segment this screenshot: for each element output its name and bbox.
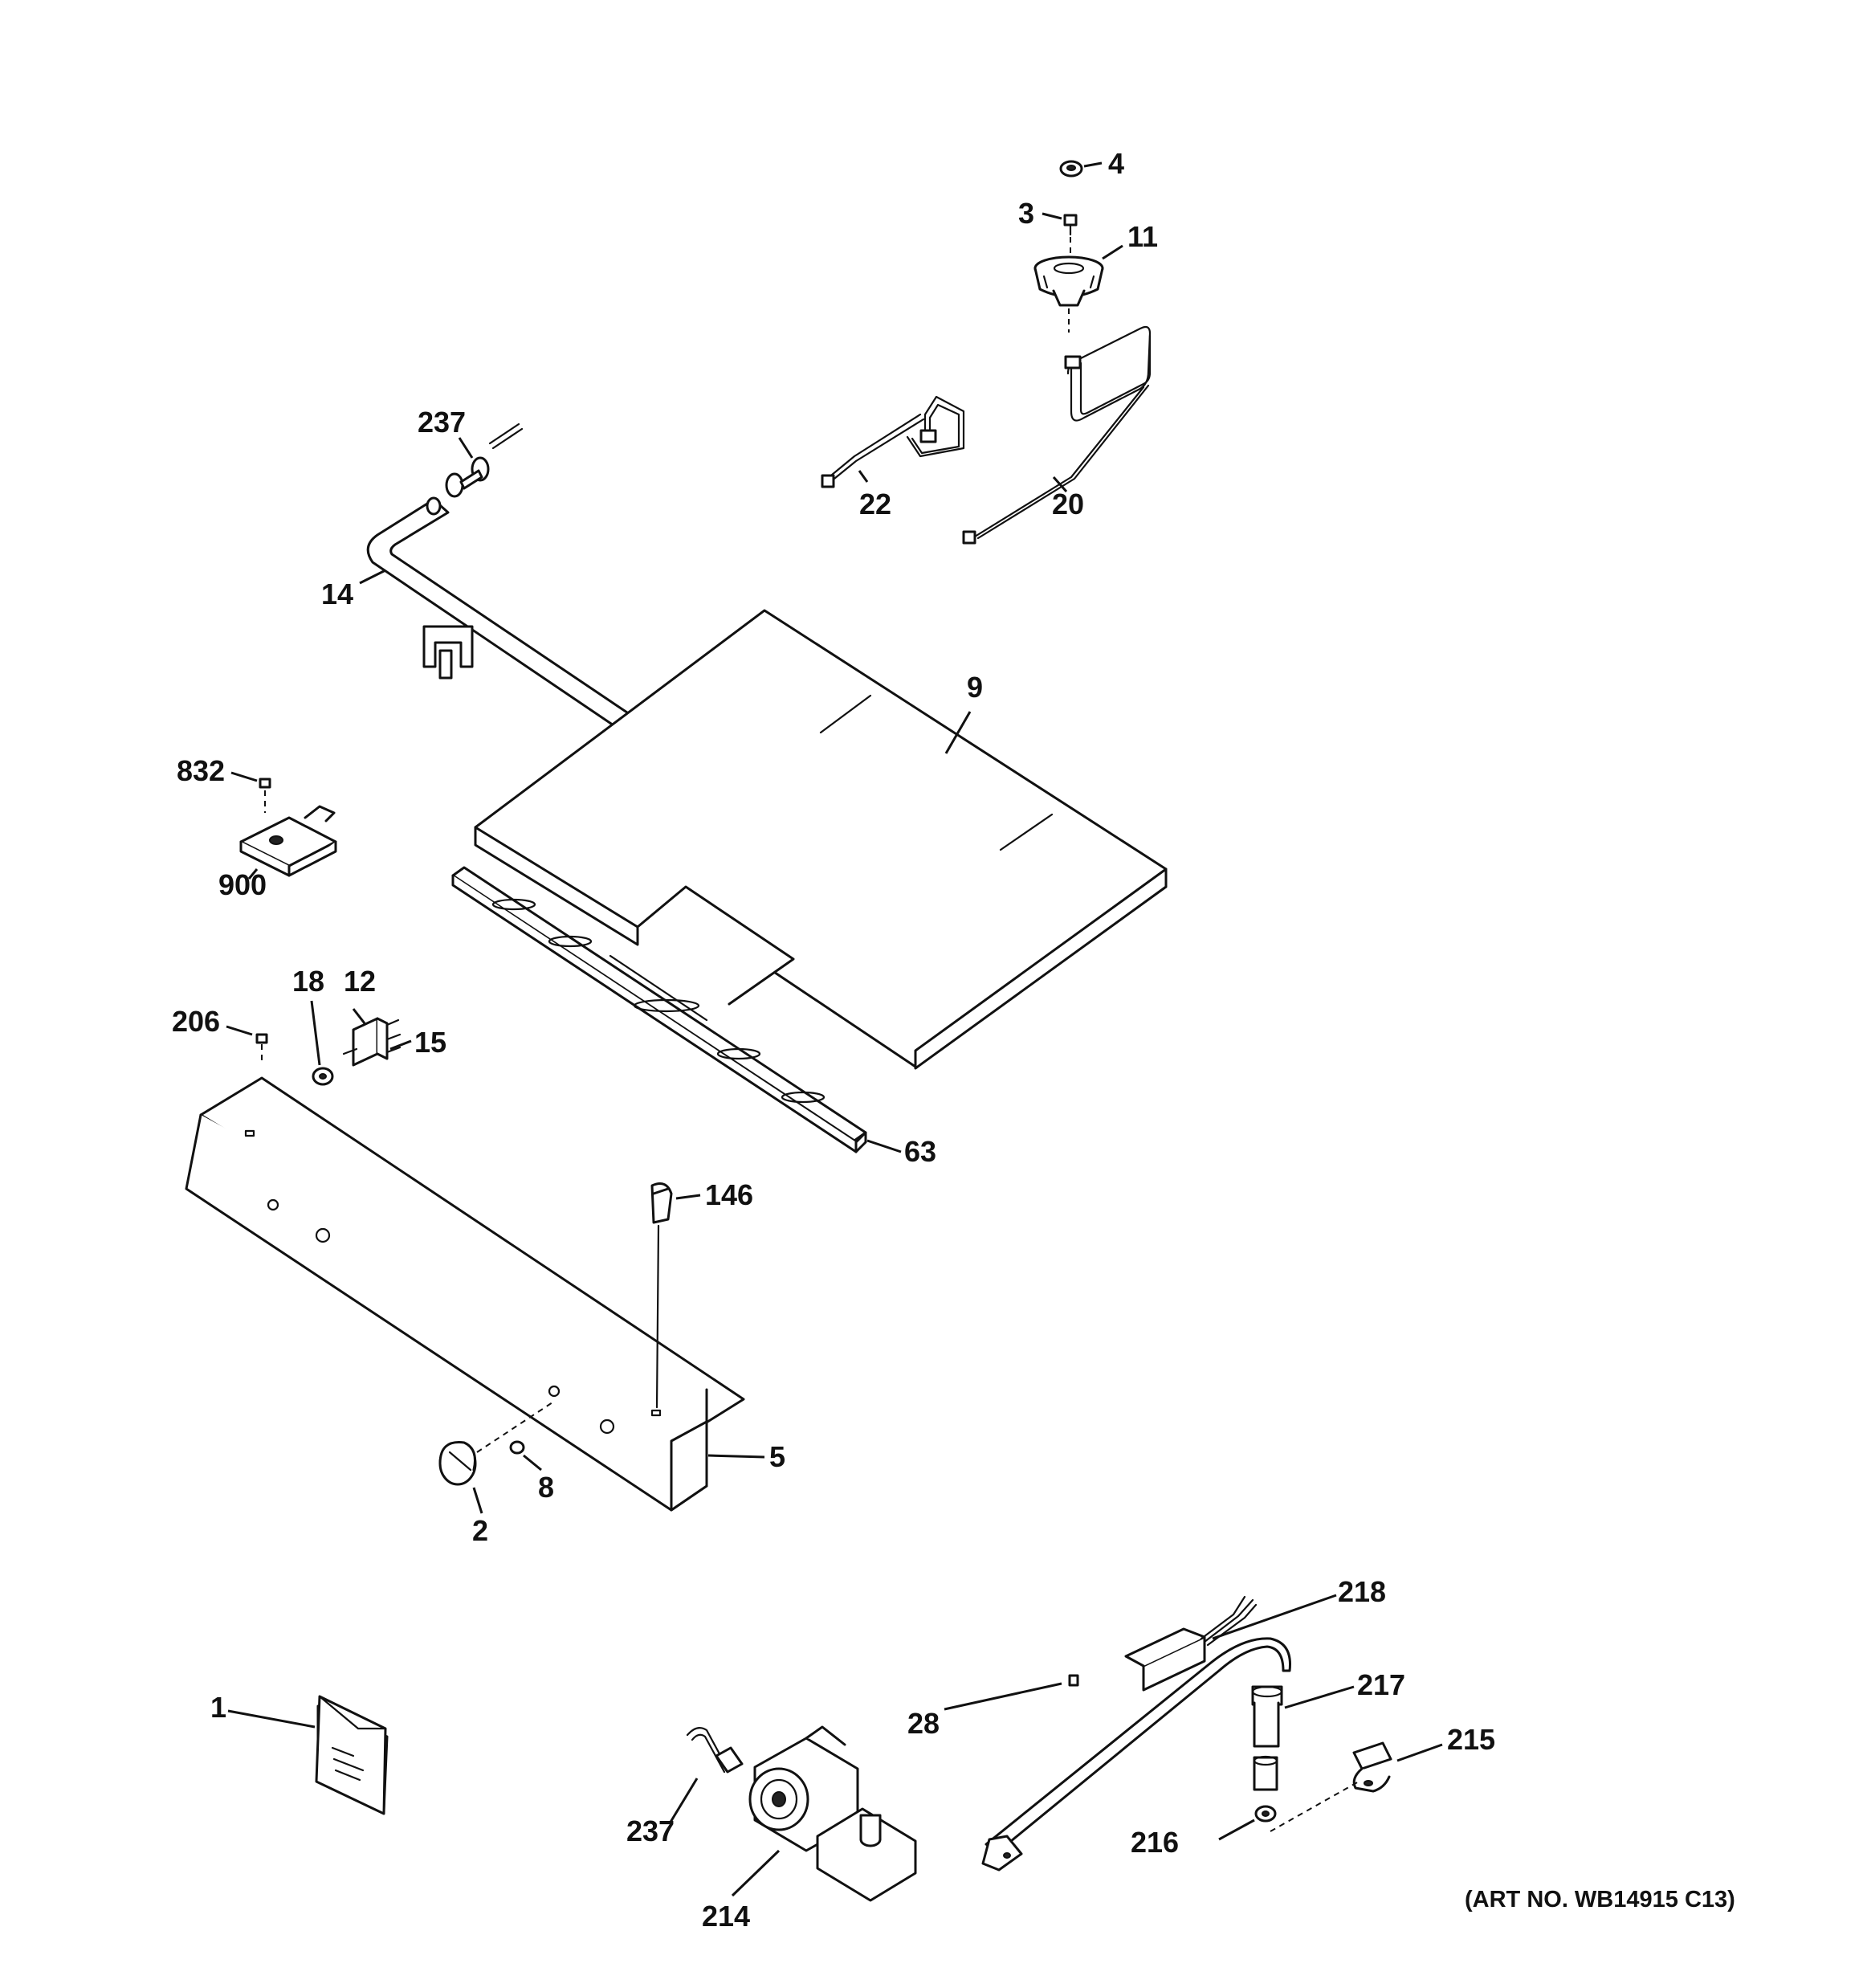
part-832-screw[interactable] (259, 778, 271, 789)
callout-18: 18 (292, 965, 324, 998)
callout-218: 218 (1338, 1575, 1386, 1608)
callout-215: 215 (1447, 1723, 1495, 1756)
callout-8: 8 (538, 1471, 554, 1504)
callout-9: 9 (967, 671, 983, 704)
callout-214: 214 (702, 1900, 750, 1933)
part-28-screw[interactable] (1068, 1674, 1079, 1687)
callout-237-top: 237 (418, 406, 466, 439)
part-8-screw[interactable] (509, 1440, 525, 1455)
callout-1: 1 (210, 1691, 226, 1724)
callout-3: 3 (1018, 197, 1034, 230)
callout-5: 5 (769, 1440, 785, 1473)
part-3-screw[interactable] (1063, 214, 1078, 236)
part-900-bracket[interactable] (239, 805, 337, 877)
part-4-nut[interactable] (1059, 160, 1083, 178)
part-63-burner-box[interactable] (451, 866, 867, 1153)
callout-12: 12 (344, 965, 376, 998)
part-12-ignition-switch[interactable] (342, 1017, 402, 1067)
callout-22: 22 (859, 488, 891, 520)
callout-146: 146 (705, 1178, 753, 1211)
callout-15: 15 (414, 1026, 446, 1059)
part-22-burner-tube[interactable] (821, 395, 965, 488)
part-206-screw[interactable] (255, 1033, 268, 1044)
part-20-burner-tube[interactable] (962, 325, 1152, 545)
callout-4: 4 (1108, 147, 1124, 180)
callout-900: 900 (218, 868, 267, 901)
callout-20: 20 (1052, 488, 1084, 520)
callout-2: 2 (472, 1514, 488, 1547)
callout-28: 28 (907, 1707, 940, 1740)
part-237-fitting-top[interactable] (445, 423, 524, 498)
callout-832: 832 (177, 754, 225, 787)
part-237-fitting-bottom[interactable] (686, 1726, 744, 1774)
part-2-knob[interactable] (438, 1441, 477, 1486)
part-burner-tube-assembly[interactable] (981, 1637, 1291, 1872)
callout-217: 217 (1357, 1668, 1405, 1701)
callout-14: 14 (321, 578, 353, 610)
callout-206: 206 (172, 1005, 220, 1038)
part-146-clip[interactable] (650, 1182, 673, 1224)
callout-237-bottom: 237 (626, 1815, 675, 1847)
part-9-cooktop-panel[interactable] (474, 609, 1168, 1070)
part-217-bracket[interactable] (1251, 1685, 1283, 1748)
part-215-bracket[interactable] (1352, 1741, 1392, 1793)
art-number: (ART NO. WB14915 C13) (1465, 1887, 1735, 1912)
part-5-control-panel[interactable] (185, 1076, 745, 1512)
part-1-literature-envelope[interactable] (315, 1695, 389, 1815)
part-18-nut[interactable] (312, 1067, 334, 1086)
part-214-gas-valve[interactable] (748, 1725, 917, 1902)
callout-63: 63 (904, 1135, 936, 1168)
part-218-igniter[interactable] (1124, 1595, 1258, 1692)
part-216-nut[interactable] (1254, 1805, 1277, 1823)
callout-11: 11 (1127, 220, 1158, 253)
callout-216: 216 (1131, 1826, 1179, 1859)
part-11-burner-head[interactable] (1033, 255, 1104, 307)
part-lower-bracket[interactable] (1253, 1755, 1278, 1791)
